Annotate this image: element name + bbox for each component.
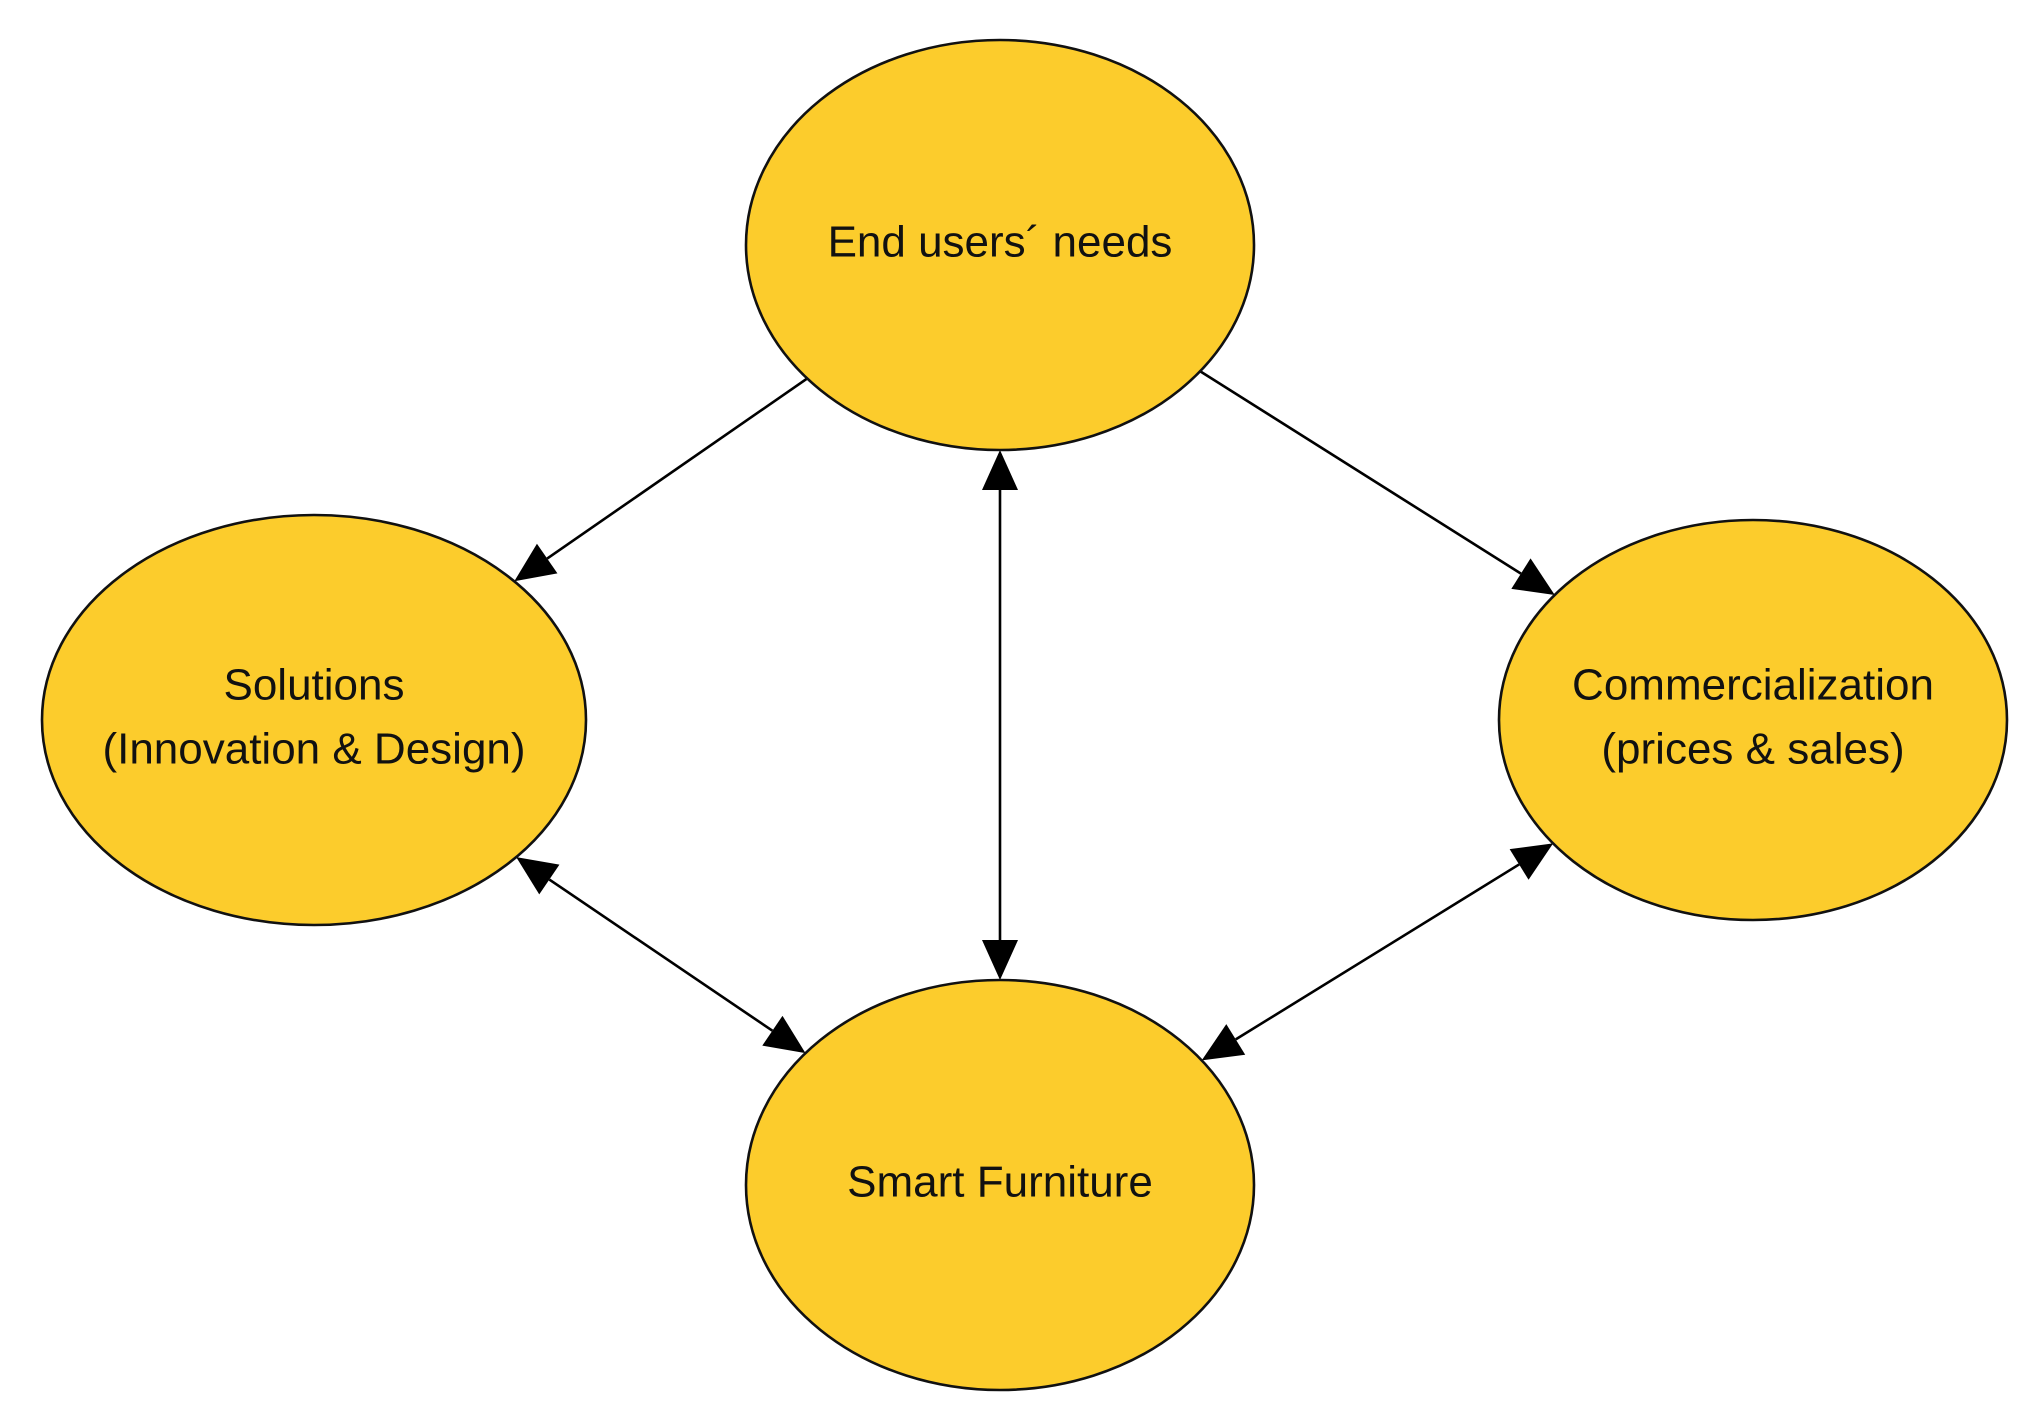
node-ellipse-commercialization xyxy=(1497,518,2009,922)
arrowhead-commercialization-end xyxy=(1511,558,1555,595)
edge-commercialization-to-smart-furniture xyxy=(1235,863,1520,1041)
node-label-end-users-needs-0: End users´ needs xyxy=(828,218,1173,267)
node-end-users-needs: End users´ needs xyxy=(744,38,1256,452)
edge-solutions-to-smart-furniture xyxy=(548,878,774,1032)
edge-end-users-needs-to-solutions xyxy=(546,377,808,560)
node-ellipse-end-users-needs xyxy=(744,38,1256,452)
node-ellipse-solutions xyxy=(40,513,588,927)
node-label-commercialization-0: Commercialization xyxy=(1572,661,1934,710)
node-label-solutions-1: (Innovation & Design) xyxy=(102,725,525,774)
edge-line-commercialization-smart-furniture xyxy=(1235,863,1520,1041)
edge-line-end-users-needs-solutions xyxy=(546,377,808,560)
arrowhead-smart-furniture-end xyxy=(1201,1024,1246,1061)
edge-line-solutions-smart-furniture xyxy=(548,878,774,1032)
edges-layer xyxy=(514,370,1555,1061)
node-commercialization: Commercialization (prices & sales) xyxy=(1497,518,2009,922)
arrowhead-solutions-end xyxy=(516,857,560,895)
arrowhead-smart-furniture-end xyxy=(982,940,1018,980)
node-label-smart-furniture-0: Smart Furniture xyxy=(847,1158,1153,1207)
arrowhead-end-users-needs-end xyxy=(982,450,1018,490)
node-label-commercialization-1: (prices & sales) xyxy=(1601,725,1904,774)
node-ellipse-smart-furniture xyxy=(744,978,1256,1392)
edge-line-end-users-needs-commercialization xyxy=(1199,370,1522,575)
node-label-solutions-0: Solutions xyxy=(223,661,404,710)
arrowhead-smart-furniture-end xyxy=(762,1015,806,1054)
arrowhead-commercialization-end xyxy=(1509,843,1554,880)
edge-end-users-needs-to-commercialization xyxy=(1199,370,1522,575)
arrowhead-solutions-end xyxy=(514,543,558,582)
node-smart-furniture: Smart Furniture xyxy=(744,978,1256,1392)
node-solutions: Solutions (Innovation & Design) xyxy=(40,513,588,927)
